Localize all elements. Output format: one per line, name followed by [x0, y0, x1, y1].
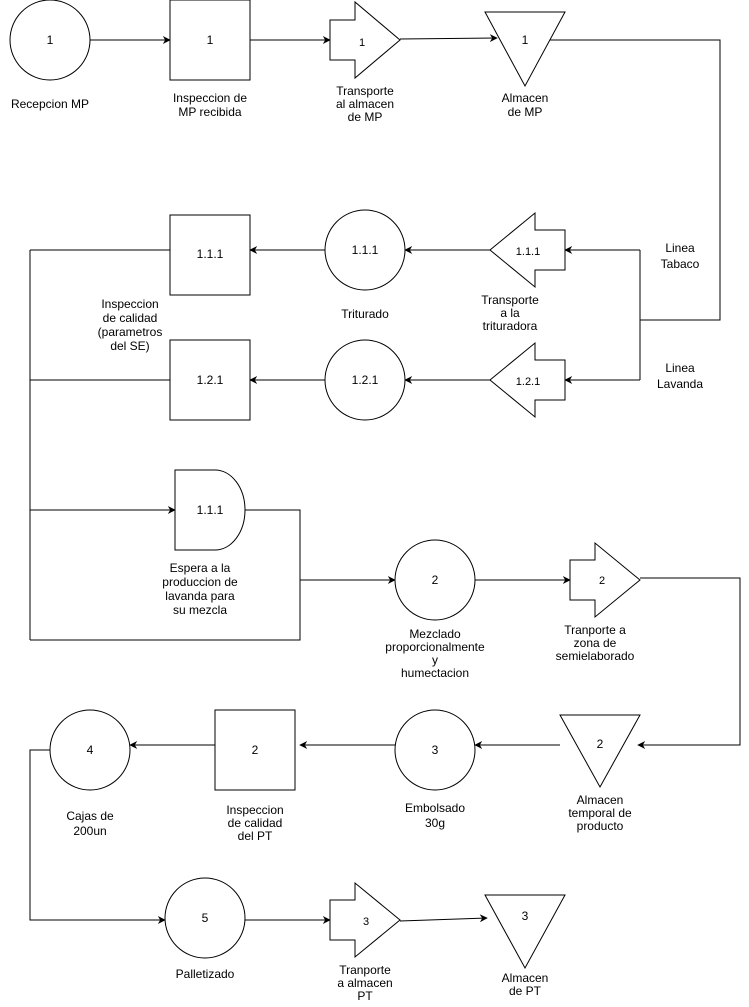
operation-symbol	[324, 339, 406, 421]
node-code: 1	[207, 33, 214, 47]
node-transporte-lavanda: 1.2.1	[489, 341, 566, 419]
operation-symbol	[324, 209, 406, 291]
node-code: 4	[87, 743, 94, 757]
node-inspeccion-lavanda: 1.2.1	[169, 339, 251, 421]
node-code: 5	[202, 911, 209, 925]
storage-symbol	[484, 11, 566, 88]
node-code: 1.2.1	[516, 376, 540, 388]
transport-symbol	[489, 211, 566, 289]
node-code: 3	[432, 743, 439, 757]
node-code: 1.2.1	[197, 373, 224, 387]
node-code: 2	[432, 573, 439, 587]
storage-symbol	[484, 894, 566, 970]
node-label: Recepcion MP	[11, 97, 89, 111]
operation-symbol	[394, 709, 476, 791]
inspection-symbol	[169, 0, 251, 81]
node-code: 1	[47, 33, 54, 47]
transport-symbol	[489, 341, 566, 419]
node-palletizado: 5 Palletizado	[164, 877, 246, 981]
node-code: 1	[522, 33, 529, 47]
node-code: 1.1.1	[197, 503, 224, 517]
connector	[29, 749, 166, 924]
inspection-symbol	[169, 339, 251, 421]
connector	[30, 509, 301, 641]
node-label: Palletizado	[176, 967, 235, 981]
node-recepcion: 1 Recepcion MP	[9, 0, 91, 111]
node-code: 1.1.1	[197, 247, 224, 261]
connector	[399, 34, 498, 43]
operation-symbol	[49, 709, 131, 791]
transport-symbol	[329, 881, 401, 959]
node-code: 3	[522, 909, 529, 923]
node-operacion-lavanda: 1.2.1	[324, 339, 406, 421]
transport-symbol	[569, 541, 641, 619]
connector	[544, 39, 721, 321]
node-code: 1.1.1	[516, 246, 540, 258]
connectors	[29, 34, 741, 924]
operation-symbol	[164, 877, 246, 959]
inspection-symbol	[214, 709, 296, 791]
delay-symbol	[174, 469, 246, 551]
transport-symbol	[329, 0, 401, 80]
storage-symbol	[559, 714, 641, 789]
node-code: 1	[359, 37, 365, 49]
connector	[399, 914, 488, 923]
node-code: 2	[252, 743, 259, 757]
operation-symbol	[394, 539, 476, 621]
node-code: 2	[597, 737, 604, 751]
operation-symbol	[9, 0, 91, 81]
inspection-symbol	[169, 214, 251, 296]
node-code: 3	[363, 916, 369, 928]
node-code: 1.1.1	[352, 243, 379, 257]
node-label: Triturado	[341, 307, 389, 321]
connector	[637, 577, 741, 749]
node-code: 2	[599, 575, 605, 587]
node-code: 1.2.1	[352, 373, 379, 387]
node-triturado: 1.1.1 Triturado	[324, 209, 406, 321]
